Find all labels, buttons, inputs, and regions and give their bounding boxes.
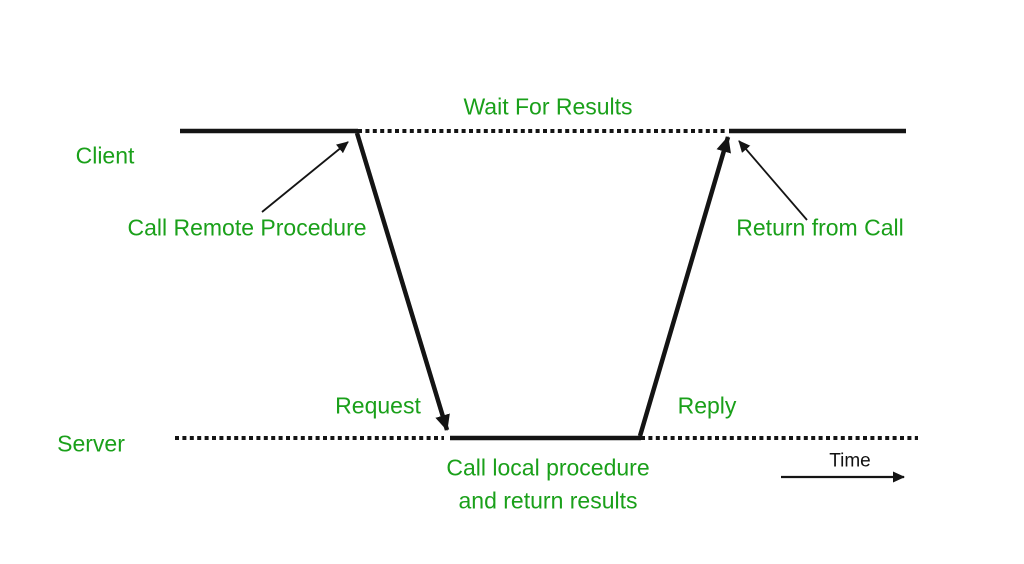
call-remote-procedure-label: Call Remote Procedure (127, 214, 367, 241)
client-lane-label: Client (75, 142, 135, 169)
server-caption-line2: and return results (458, 487, 638, 514)
reply-label: Reply (677, 392, 737, 419)
wait-for-results-label: Wait For Results (463, 93, 633, 120)
time-axis-label: Time (829, 450, 871, 472)
call-remote-procedure-pointer-arrow (261, 141, 349, 213)
request-arrow (354, 132, 450, 431)
reply-arrow (637, 136, 731, 437)
request-label: Request (335, 392, 421, 419)
return-from-call-label: Return from Call (736, 214, 904, 241)
server-lane-label: Server (57, 430, 125, 457)
return-from-call-pointer-arrow (738, 140, 808, 221)
server-caption-line1: Call local procedure (446, 454, 650, 481)
